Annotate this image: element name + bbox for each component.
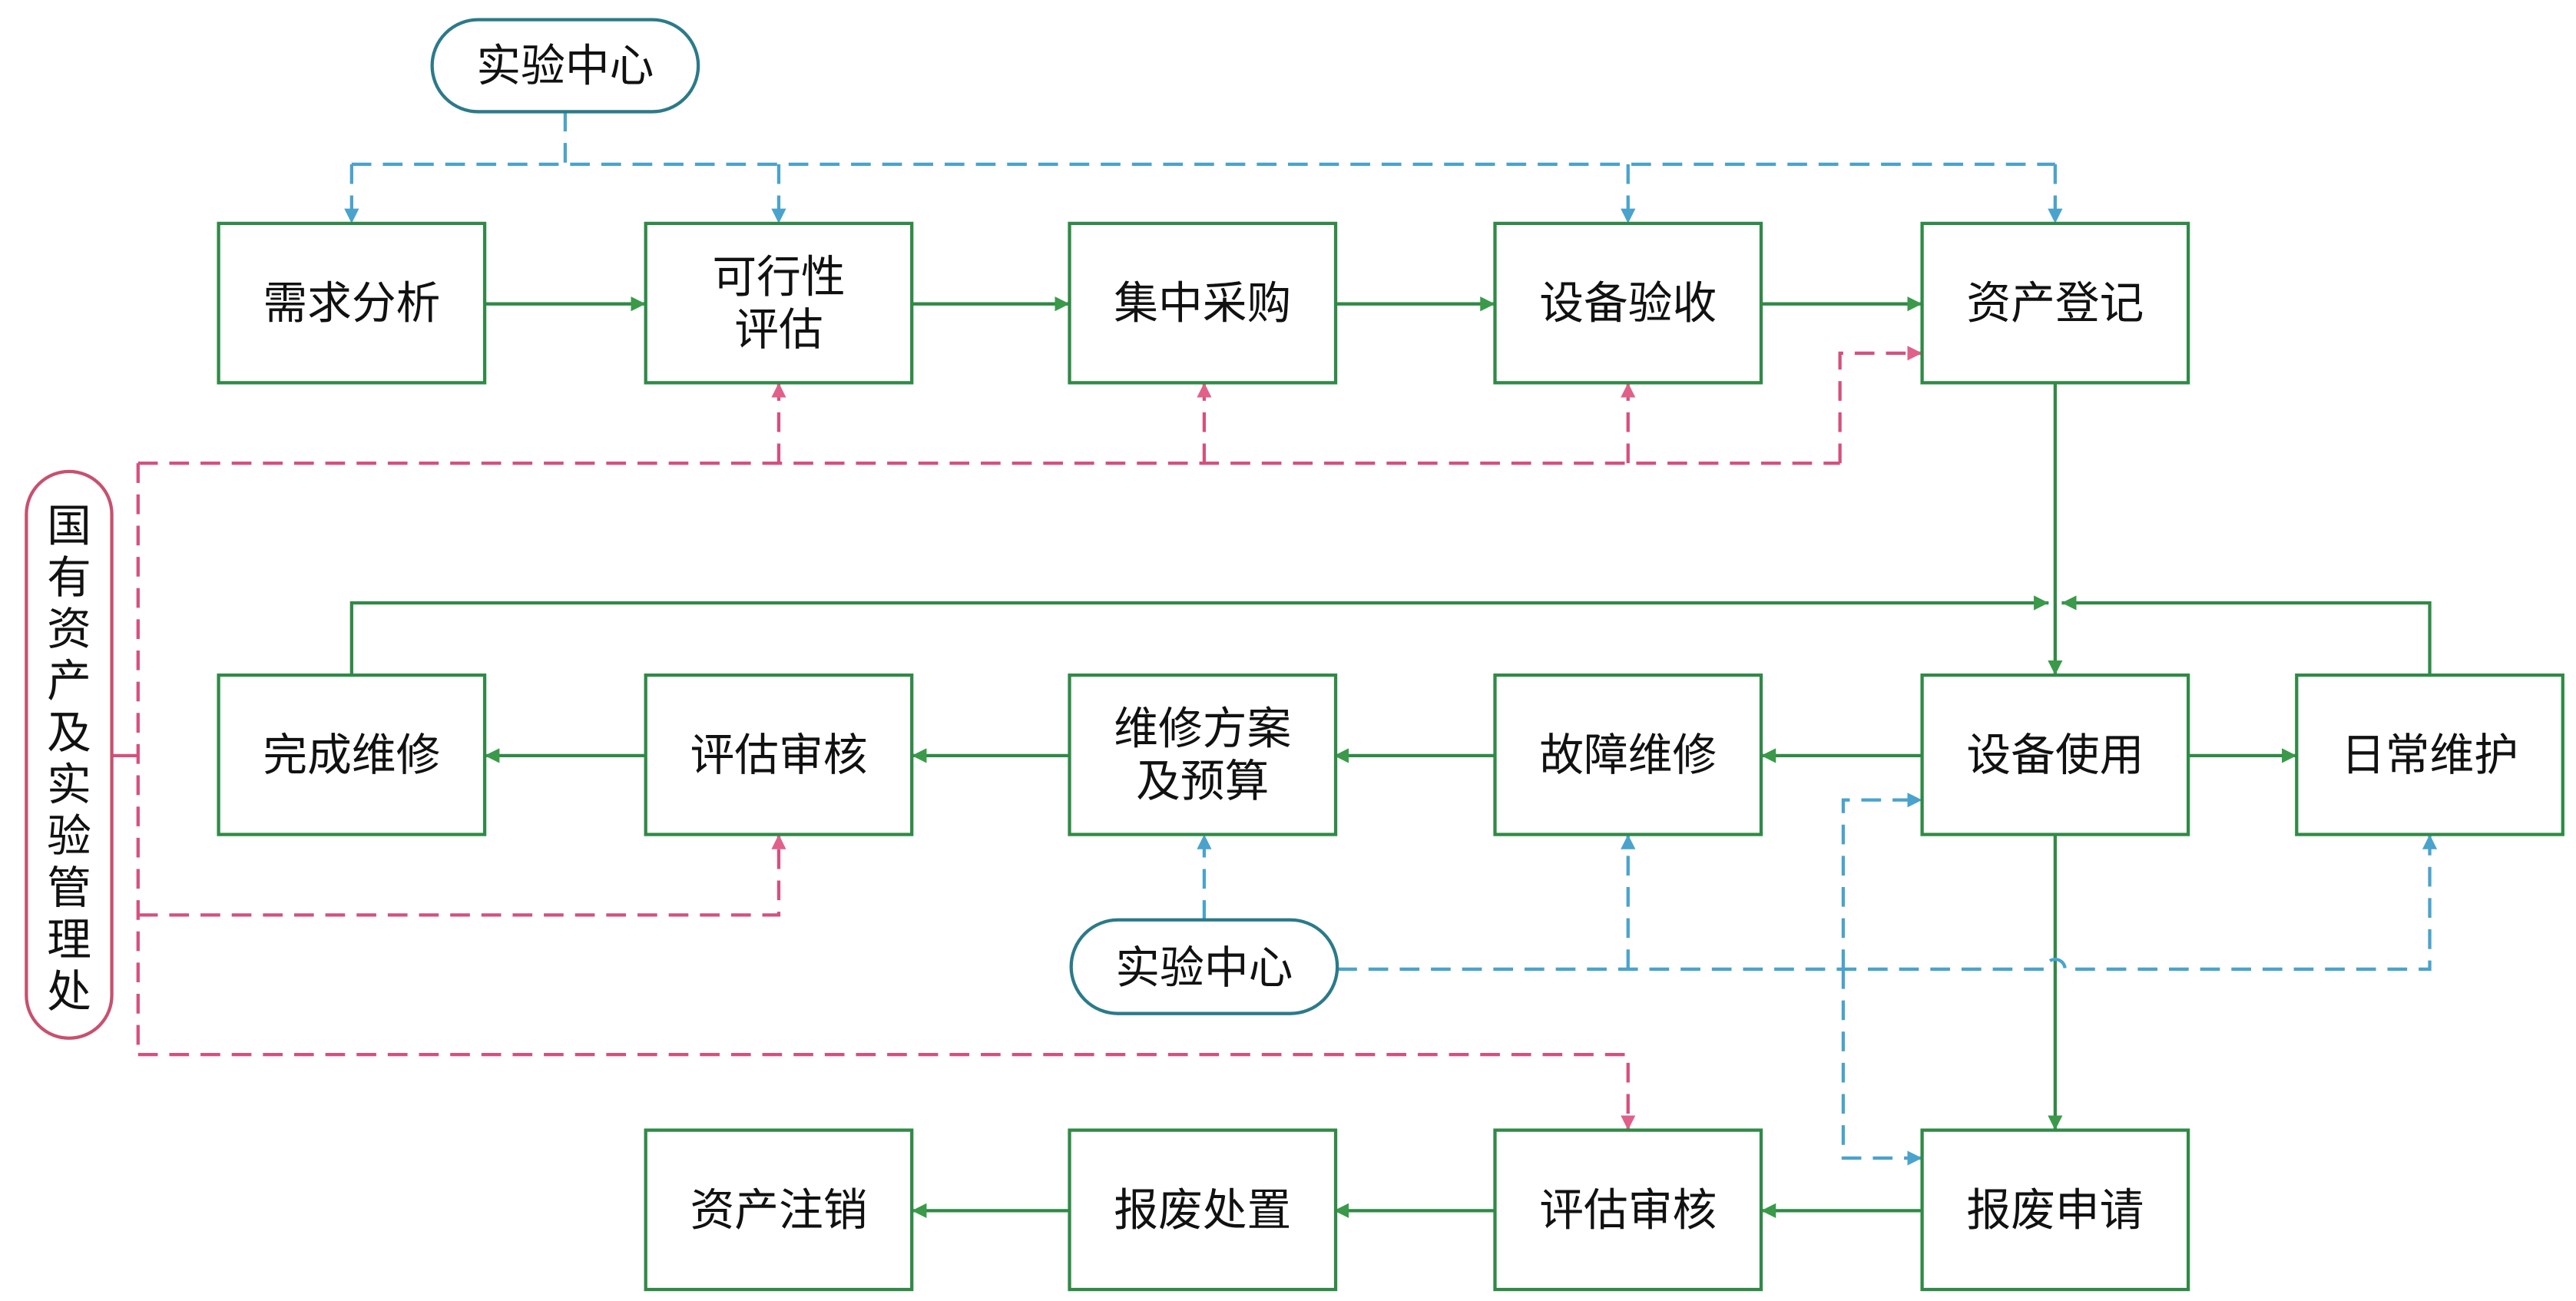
box-label: 日常维护 [2341,729,2518,781]
box-border [2295,673,2564,836]
process-box-scrap: 报废申请 [1920,1128,2190,1292]
box-label: 资产登记 [1966,277,2144,329]
process-box-review1: 评估审核 [644,673,914,836]
actor-label-char: 实 [47,758,91,810]
process-box-acceptance: 设备验收 [1493,221,1763,385]
box-label: 报废申请 [1966,1183,2144,1236]
actor-lab-center-bottom: 实验中心 [1069,918,1339,1015]
actor-lab-center-top: 实验中心 [430,18,700,114]
process-box-cancel: 资产注销 [644,1128,914,1292]
box-border [1920,221,2190,385]
box-label: 集中采购 [1114,277,1291,329]
box-border [1068,1128,1338,1292]
process-box-repair_done: 完成维修 [217,673,487,836]
box-label: 及预算 [1136,755,1269,807]
box-label: 设备使用 [1966,729,2144,781]
box-label: 可行性 [712,250,845,303]
process-box-maintain: 日常维护 [2295,673,2564,836]
process-box-register: 资产登记 [1920,221,2190,385]
process-box-dispose: 报废处置 [1068,1128,1338,1292]
box-border [644,673,914,836]
box-label: 故障维修 [1539,729,1717,781]
box-border [1493,1128,1763,1292]
asset-office-line [136,462,1840,1055]
box-label: 设备验收 [1539,277,1717,329]
actor-label-char: 管 [47,862,91,914]
process-box-needs: 需求分析 [217,221,487,385]
box-border [217,221,487,385]
asset-office-arrow [137,1053,1636,1131]
connectors [111,111,2438,1218]
box-border [1920,1128,2190,1292]
flow-arrow [349,595,2049,676]
box-label: 完成维修 [263,729,440,781]
actor-label-char: 验 [47,810,91,862]
lab-center-arrow [1337,834,2438,972]
box-border [644,221,914,385]
box-label: 评估审核 [1539,1183,1717,1236]
lab-center-arrow [1841,968,1922,1166]
actor-label: 实验中心 [476,40,654,92]
actor-label: 实验中心 [1115,942,1293,994]
box-border [217,673,487,836]
box-label: 维修方案 [1114,703,1291,755]
box-label: 评估审核 [690,729,867,781]
actor-label-char: 有 [47,551,91,604]
box-label: 需求分析 [263,277,440,329]
nodes: 需求分析可行性评估集中采购设备验收资产登记完成维修评估审核维修方案及预算故障维修… [25,18,2564,1292]
actor-label-char: 及 [47,707,91,759]
asset-office-arrow [137,834,786,917]
box-border [1068,221,1338,385]
process-box-review2: 评估审核 [1493,1128,1763,1292]
process-box-fault: 故障维修 [1493,673,1763,836]
actor-label-char: 国 [47,499,91,551]
flow-arrow [2061,595,2432,676]
process-box-procure: 集中采购 [1068,221,1338,385]
box-border [1068,673,1338,836]
box-border [1493,221,1763,385]
asset-office-arrow [1838,346,1922,464]
actor-label-char: 理 [47,913,91,965]
actor-label-char: 处 [47,965,91,1018]
process-box-use: 设备使用 [1920,673,2190,836]
lab-center-line [351,111,2055,167]
actor-label-char: 资 [47,603,91,655]
box-border [1920,673,2190,836]
box-border [644,1128,914,1292]
box-border [1493,673,1763,836]
lab-center-arrow [1841,793,1922,969]
box-label: 资产注销 [690,1183,867,1236]
box-label: 评估 [734,303,823,356]
box-label: 报废处置 [1114,1183,1291,1236]
actor-label-char: 产 [47,655,91,707]
